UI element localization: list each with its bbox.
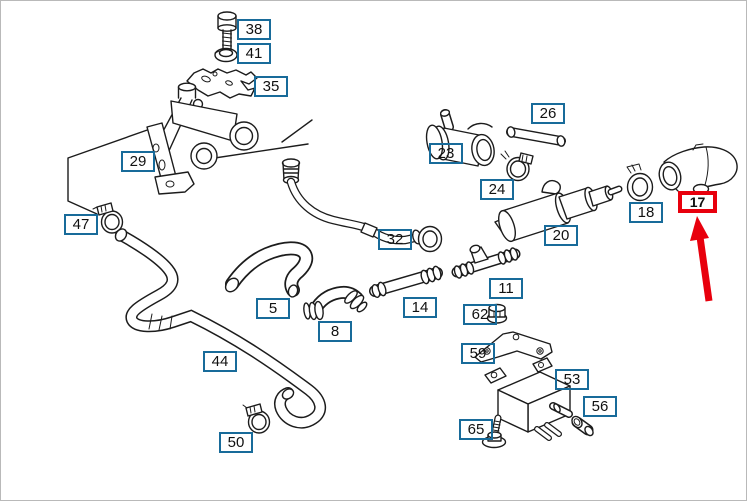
part-label-38[interactable]: 38 — [237, 19, 271, 40]
part-20-cylinder-drawing — [494, 179, 623, 243]
part-label-65[interactable]: 65 — [459, 419, 493, 440]
part-label-32[interactable]: 32 — [378, 229, 412, 250]
part-8-elbow-drawing — [303, 285, 368, 321]
part-29-housing-drawing — [146, 82, 259, 195]
part-5-hose-drawing — [224, 241, 314, 298]
part-38-bolt-drawing — [217, 11, 237, 54]
part-26-pipe-drawing — [506, 126, 566, 147]
part-label-47[interactable]: 47 — [64, 214, 98, 235]
part-label-23[interactable]: 23 — [429, 143, 463, 164]
part-label-17-selected[interactable]: 17 — [678, 191, 717, 213]
part-label-24[interactable]: 24 — [480, 179, 514, 200]
part-label-35[interactable]: 35 — [254, 76, 288, 97]
part-56-plug-drawing — [571, 415, 594, 437]
part-label-50[interactable]: 50 — [219, 432, 253, 453]
highlight-arrow — [690, 216, 713, 302]
part-label-14[interactable]: 14 — [403, 297, 437, 318]
part-label-8[interactable]: 8 — [318, 321, 352, 342]
part-label-44[interactable]: 44 — [203, 351, 237, 372]
part-label-5[interactable]: 5 — [256, 298, 290, 319]
leader-lines — [67, 119, 313, 215]
part-label-26[interactable]: 26 — [531, 103, 565, 124]
part-label-11[interactable]: 11 — [489, 278, 523, 299]
part-24-clamp-drawing — [500, 150, 534, 182]
part-53-valve-drawing — [484, 357, 573, 441]
part-label-29[interactable]: 29 — [121, 151, 155, 172]
part-label-56[interactable]: 56 — [583, 396, 617, 417]
part-44-hose-drawing — [114, 228, 326, 429]
part-47-clamp-drawing — [92, 202, 124, 234]
part-label-59[interactable]: 59 — [461, 343, 495, 364]
part-label-53[interactable]: 53 — [555, 369, 589, 390]
part-18-clamp-drawing — [626, 163, 654, 202]
part-label-41[interactable]: 41 — [237, 43, 271, 64]
part-50-clamp-drawing — [242, 403, 271, 434]
part-17-connector-drawing — [658, 143, 738, 195]
part-14-tube-drawing — [369, 265, 443, 299]
part-label-18[interactable]: 18 — [629, 202, 663, 223]
part-32-pipe-drawing — [281, 158, 443, 253]
part-label-62[interactable]: 62 — [463, 304, 497, 325]
part-label-20[interactable]: 20 — [544, 225, 578, 246]
part-35-bracket-drawing — [186, 68, 258, 99]
part-41-nut-drawing — [214, 47, 238, 63]
part-11-tfitting-drawing — [451, 244, 521, 279]
part-62-nut-drawing — [486, 303, 508, 324]
